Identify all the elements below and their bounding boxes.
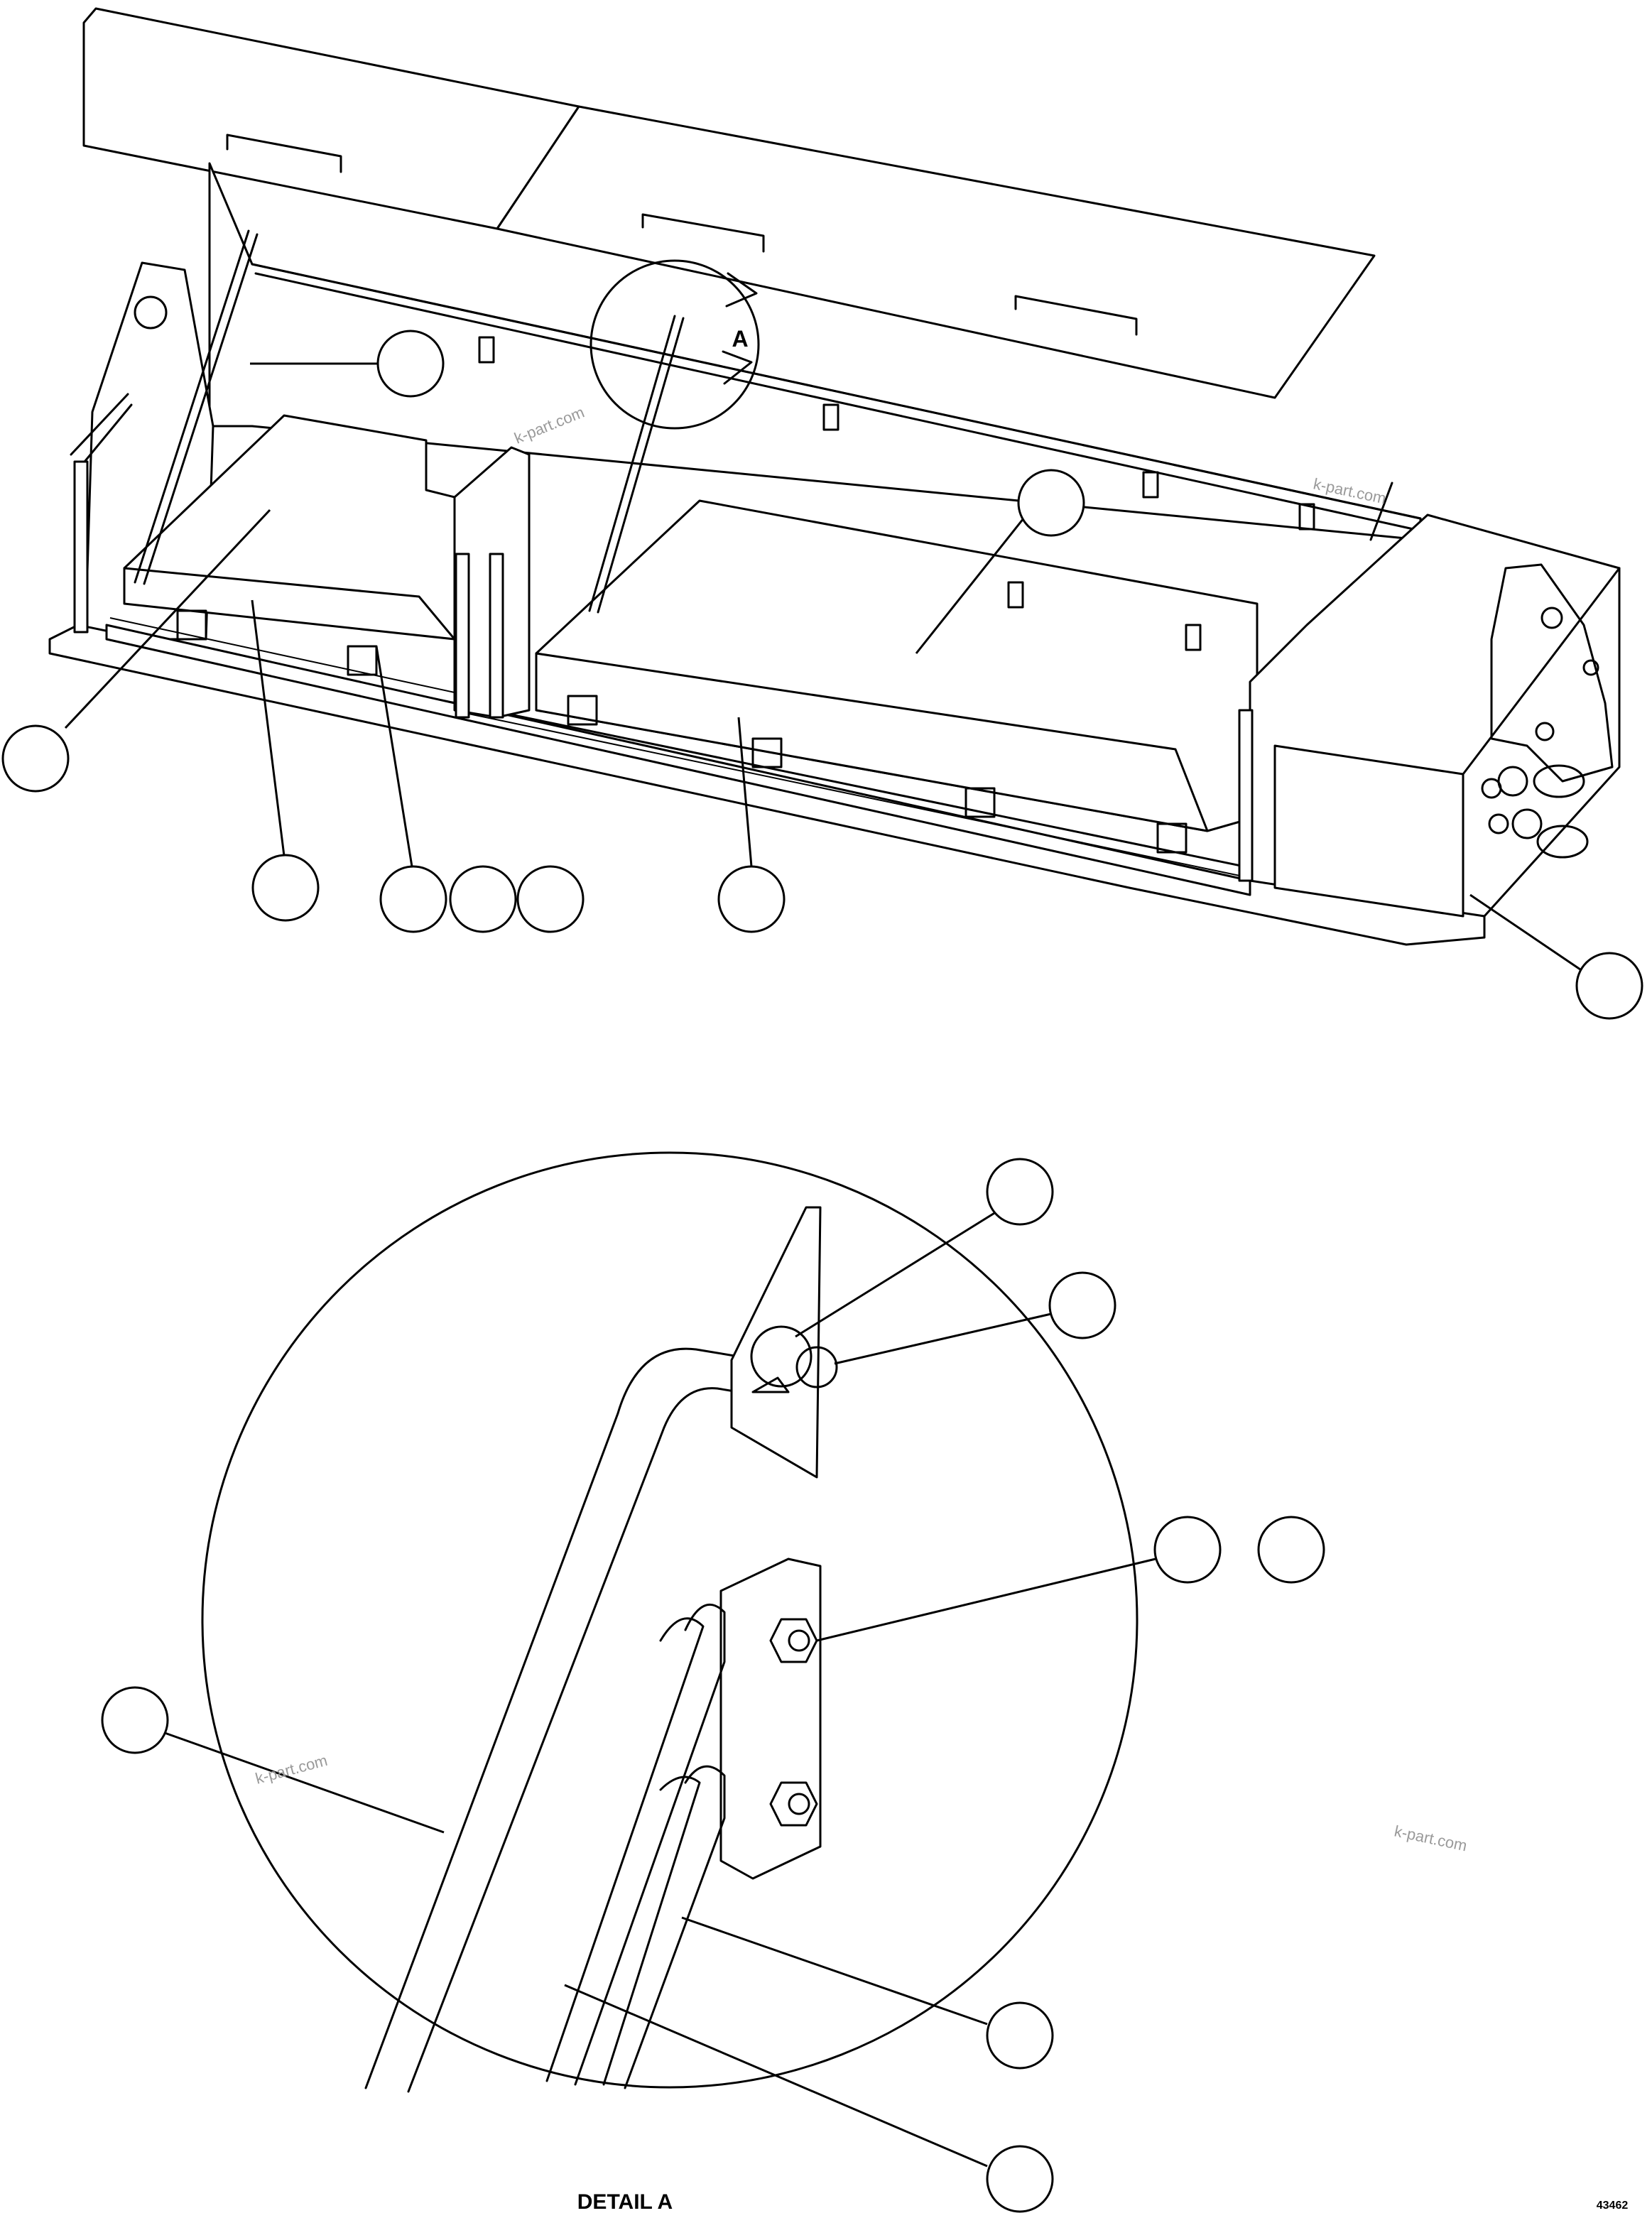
detail-a-view xyxy=(201,1151,1139,2093)
callout-balloon xyxy=(717,865,786,933)
right-latch-post xyxy=(1238,709,1254,882)
callout-balloon xyxy=(449,865,517,933)
callout-balloon xyxy=(1153,1516,1222,1584)
right-gas-strut xyxy=(1369,482,1393,541)
overview-callouts xyxy=(1,330,1643,1020)
lower-bracket xyxy=(719,1558,822,1880)
right-mount-plate xyxy=(1490,563,1614,783)
callout-balloon xyxy=(986,1158,1054,1226)
callout-balloon xyxy=(379,865,447,933)
detail-callouts xyxy=(101,1158,1325,2213)
callout-balloon xyxy=(251,854,320,922)
hydraulic-couplers xyxy=(1481,764,1589,859)
callout-balloon xyxy=(1048,1271,1116,1339)
lid-handle-1 xyxy=(226,134,342,173)
center-latch-post xyxy=(455,553,470,719)
watermark: k-part.com xyxy=(254,1751,330,1788)
callout-balloon xyxy=(986,2001,1054,2070)
drawing-number: 43462 xyxy=(1597,2200,1629,2212)
watermark: k-part.com xyxy=(1393,1822,1469,1854)
callout-balloon xyxy=(101,1686,169,1754)
upper-bracket xyxy=(730,1206,822,1479)
gas-strut-detail xyxy=(574,1604,726,2086)
detail-marker-label: A xyxy=(732,326,748,352)
callout-balloon xyxy=(516,865,585,933)
detail-caption: DETAIL A xyxy=(577,2190,673,2214)
detail-a-circle xyxy=(201,1151,1139,2089)
nut-upper xyxy=(769,1618,818,1663)
nut-lower xyxy=(769,1781,818,1827)
callout-balloon xyxy=(376,330,445,398)
toolbox-assembly: A xyxy=(48,7,1621,946)
callout-balloon xyxy=(986,2145,1054,2213)
callout-balloon xyxy=(1257,1516,1325,1584)
left-gas-strut xyxy=(134,229,250,584)
center-gas-strut xyxy=(588,315,676,612)
lid-handle-2 xyxy=(641,213,765,253)
lid-stay-rod xyxy=(364,1347,740,2089)
detail-a-marker: A xyxy=(589,259,760,430)
callout-balloon xyxy=(1575,952,1643,1020)
left-latch-post xyxy=(73,460,89,634)
right-lid xyxy=(496,105,1376,399)
lid-handle-3 xyxy=(1014,295,1138,336)
callout-balloon xyxy=(1,724,70,793)
callout-balloon xyxy=(1017,469,1085,537)
left-lid xyxy=(82,7,580,230)
